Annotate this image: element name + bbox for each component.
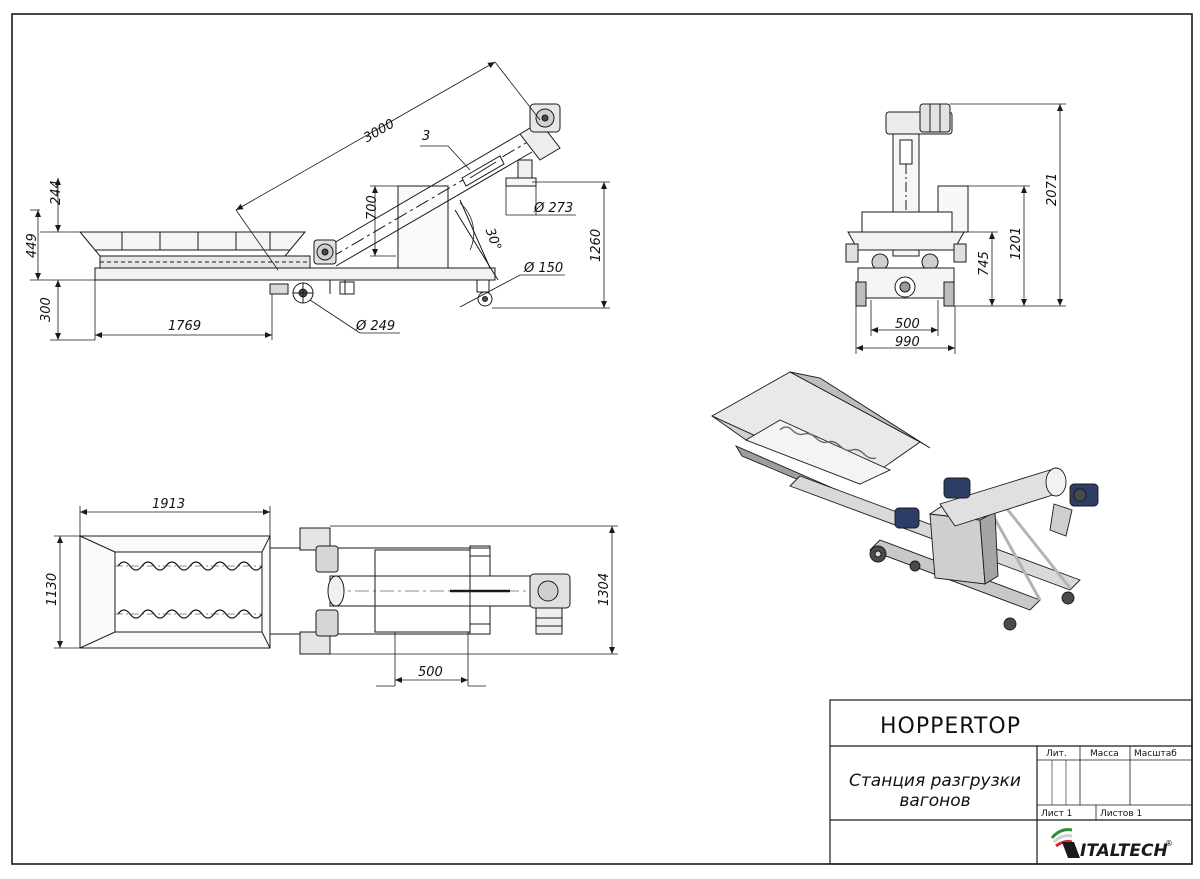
description-line-1: Станция разгрузки	[849, 771, 1021, 791]
dim-300: 300	[39, 297, 54, 322]
drawing-frame	[11, 13, 1193, 865]
dim-1769: 1769	[168, 319, 201, 334]
top-view	[79, 527, 571, 655]
part-label-3: 3	[422, 129, 430, 144]
dim-700: 700	[365, 195, 380, 220]
dim-500-end: 500	[895, 317, 920, 332]
dim-dia-273: Ø 273	[533, 201, 573, 216]
dim-1304: 1304	[597, 573, 612, 606]
dim-990: 990	[895, 335, 920, 350]
end-view-dimensions	[855, 103, 1066, 354]
company-name: ITALTECH	[1080, 841, 1168, 861]
dim-angle-30: 30°	[482, 226, 504, 253]
dim-745: 745	[977, 251, 992, 276]
dim-244: 244	[49, 180, 64, 205]
dim-1201: 1201	[1009, 227, 1024, 260]
isometric-view	[711, 371, 1099, 631]
italtech-logo: ITALTECH ®	[1050, 828, 1173, 861]
col-lit: Лит.	[1046, 749, 1067, 759]
description-line-2: вагонов	[899, 791, 970, 811]
dim-3000: 3000	[361, 117, 397, 147]
dim-1130: 1130	[45, 573, 60, 606]
dim-2071: 2071	[1045, 173, 1060, 206]
dim-449: 449	[25, 233, 40, 258]
dim-dia-150: Ø 150	[523, 261, 563, 276]
dim-dia-249: Ø 249	[355, 319, 395, 334]
side-view	[78, 103, 561, 307]
end-view	[845, 103, 969, 307]
sheet-count: Листов 1	[1100, 809, 1142, 819]
side-view-dimensions	[30, 61, 610, 341]
title-block	[829, 699, 1193, 865]
dim-500-top: 500	[418, 665, 443, 680]
col-scale: Масштаб	[1134, 749, 1177, 759]
top-view-dimensions	[54, 506, 618, 687]
registered-mark: ®	[1165, 839, 1173, 848]
dim-1913: 1913	[152, 497, 185, 512]
col-mass: Масса	[1090, 749, 1119, 759]
dim-1260: 1260	[589, 229, 604, 262]
project-name: HOPPERTOP	[880, 714, 1021, 739]
sheet-number: Лист 1	[1041, 809, 1072, 819]
